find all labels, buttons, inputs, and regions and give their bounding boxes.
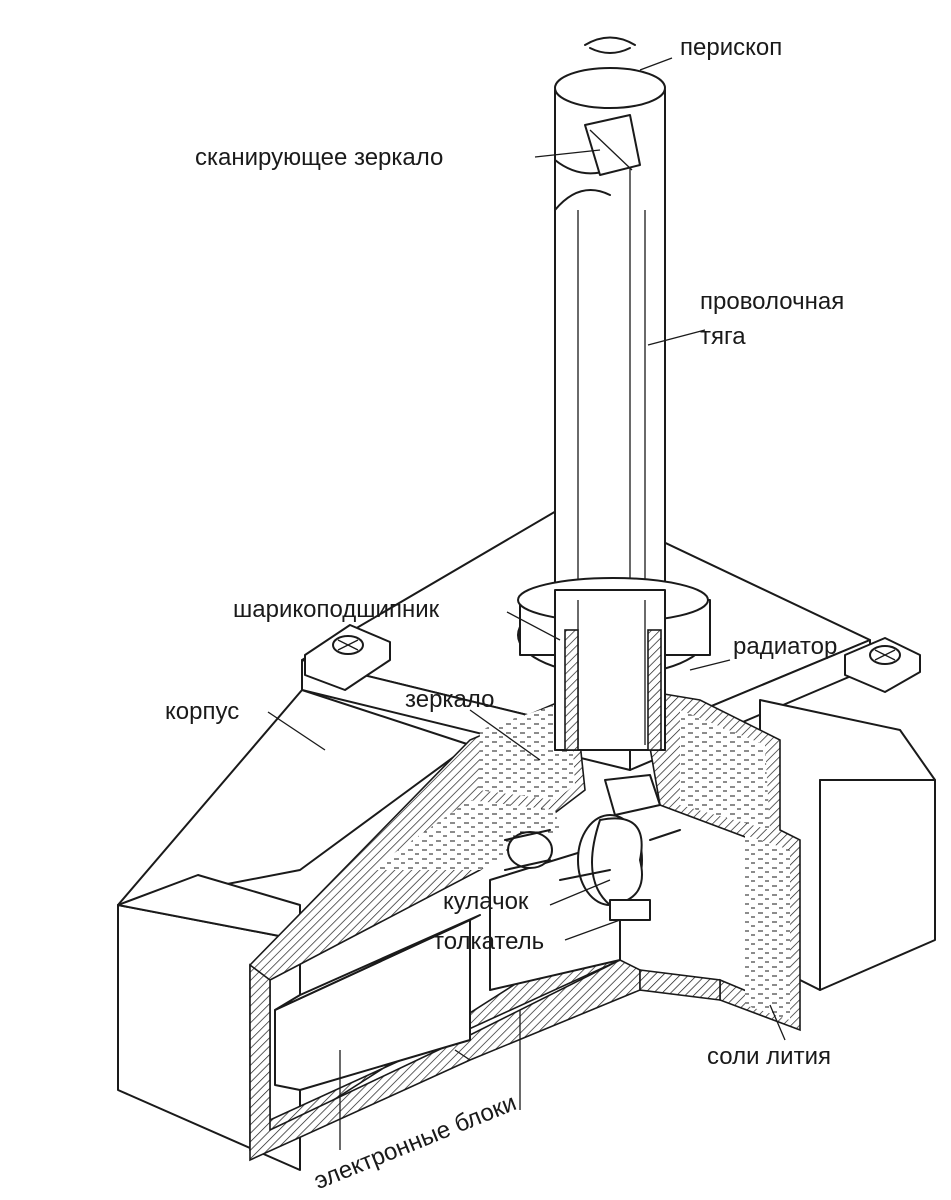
bearing-assembly — [517, 577, 711, 751]
housing-body — [117, 499, 936, 1171]
label-mirror: зеркало — [405, 686, 495, 713]
label-wire-rod-line1: проволочная — [700, 288, 845, 315]
leader-lines — [267, 57, 786, 1150]
label-periscope: перископ — [680, 34, 783, 61]
cam-mechanism — [504, 774, 681, 921]
mounting-holes — [304, 624, 921, 693]
label-lithium-salts: соли лития — [707, 1043, 831, 1070]
label-wire-rod-line2: тяга — [700, 323, 746, 350]
label-housing: корпус — [165, 698, 240, 725]
label-radiator: радиатор — [733, 633, 838, 660]
label-cam: кулачок — [443, 888, 529, 915]
label-scanning-mirror: сканирующее зеркало — [195, 144, 444, 171]
label-ball-bearing: шарикоподшипник — [233, 596, 440, 623]
label-pusher: толкатель — [433, 928, 545, 955]
